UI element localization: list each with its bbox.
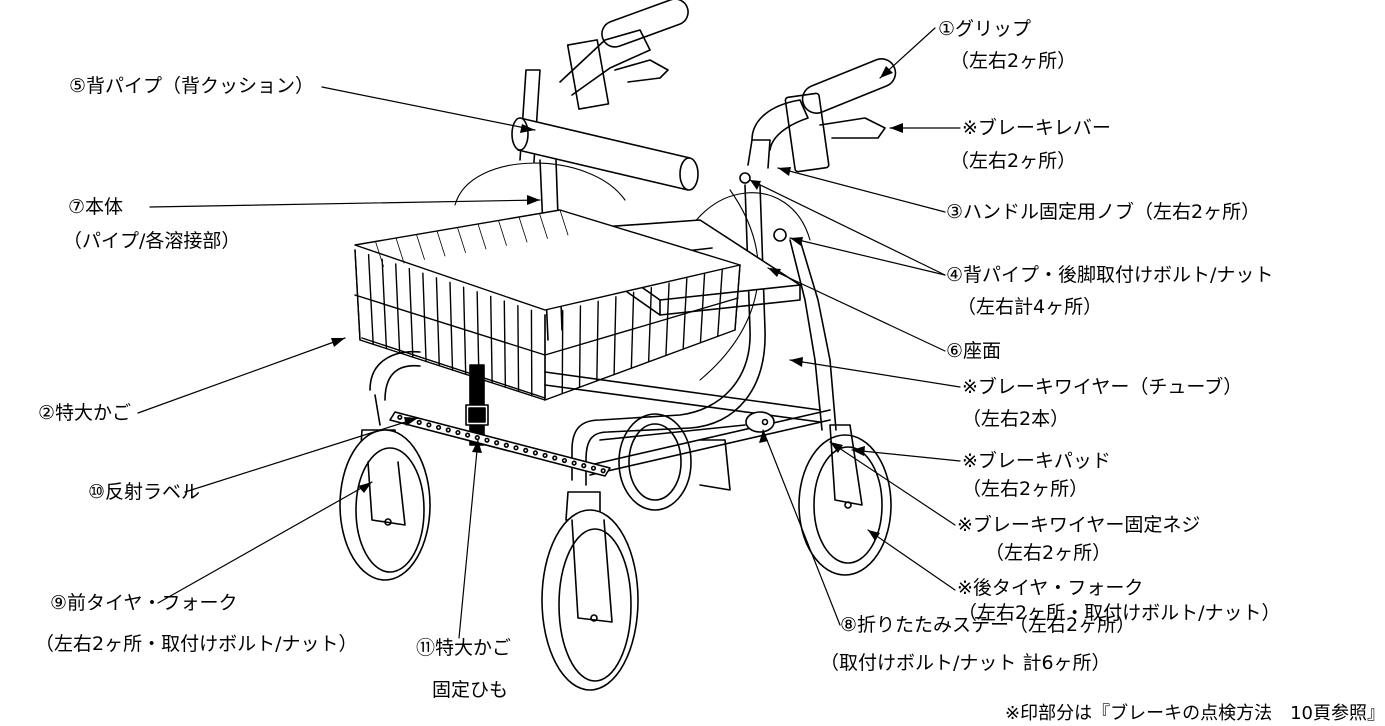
basket-bar xyxy=(597,301,598,381)
basket-bar xyxy=(504,301,505,387)
front-right-wheel xyxy=(542,492,638,690)
footnote: ※印部分は『ブレーキの点検方法 10頁参照』 xyxy=(1005,702,1385,726)
basket-bar xyxy=(464,287,466,374)
label-front-tire: ⑨前タイヤ・フォーク xyxy=(50,591,237,615)
leader-seat xyxy=(768,268,945,351)
leader-lines xyxy=(138,28,960,638)
label-reflector: ⑩反射ラベル xyxy=(88,480,200,504)
label-basket: ②特大かご xyxy=(38,401,131,425)
label-back-bolt: ④背パイプ・後脚取付けボルト/ナット xyxy=(946,263,1273,287)
leader-basket-strap xyxy=(459,440,478,638)
label-seat: ⑥座面 xyxy=(946,339,1001,363)
label-brake-pad: ※ブレーキパッド xyxy=(962,449,1111,473)
label-front-tire-sub: （左右2ヶ所・取付けボルト/ナット） xyxy=(35,632,358,656)
leader-back-bolt-a xyxy=(790,238,945,275)
label-basket-strap: ⑪特大かご xyxy=(416,636,511,660)
leader-brake-wire xyxy=(790,360,960,387)
basket-bar xyxy=(631,292,633,368)
leader-rear-tire xyxy=(868,530,955,590)
label-brake-wire-sub: （左右2本） xyxy=(962,407,1069,431)
label-wire-screw: ※ブレーキワイヤー固定ネジ xyxy=(957,513,1200,537)
label-brake-pad-sub: （左右2ヶ所） xyxy=(962,477,1088,501)
basket-bar xyxy=(491,296,492,382)
label-wire-screw-sub: （左右2ヶ所） xyxy=(985,541,1111,565)
label-body: ⑦本体 xyxy=(68,195,123,219)
walker-parts-diagram: ①グリップ （左右2ヶ所） ⑤背パイプ（背クッション） ※ブレーキレバー （左右… xyxy=(0,0,1354,725)
label-folding-stay-sub: （取付けボルト/ナット 計6ヶ所） xyxy=(820,651,1111,675)
leader-body xyxy=(150,200,540,207)
label-folding-stay: ⑧折りたたみステー（左右2ヶ所） xyxy=(840,613,1135,637)
front-left-wheel xyxy=(340,430,430,580)
right-handle xyxy=(740,55,900,183)
label-back-pipe: ⑤背パイプ（背クッション） xyxy=(69,74,314,98)
leader-folding-stay xyxy=(763,430,840,625)
label-body-sub: （パイプ/各溶接部） xyxy=(63,229,240,253)
label-grip-sub: （左右2ヶ所） xyxy=(950,49,1076,73)
label-brake-wire: ※ブレーキワイヤー（チューブ） xyxy=(962,375,1242,399)
label-basket-strap-sub: 固定ひも xyxy=(432,678,508,702)
basket-bar xyxy=(614,297,616,375)
basket-bar xyxy=(580,306,581,387)
label-back-bolt-sub: （左右計4ヶ所） xyxy=(957,295,1102,319)
label-rear-tire: ※後タイヤ・フォーク xyxy=(957,576,1143,600)
rear-right-wheel xyxy=(799,425,891,575)
basket-bar xyxy=(518,306,519,392)
back-cushion xyxy=(512,118,698,190)
label-brake-lever: ※ブレーキレバー xyxy=(962,116,1111,140)
folding-stay-knob xyxy=(746,412,774,432)
label-brake-lever-sub: （左右2ヶ所） xyxy=(950,149,1076,173)
label-handle-knob: ③ハンドル固定用ノブ（左右2ヶ所） xyxy=(946,200,1260,224)
leader-basket xyxy=(138,338,345,413)
leader-back-bolt-b xyxy=(750,180,945,275)
leader-back-pipe xyxy=(322,87,535,130)
label-grip: ①グリップ xyxy=(938,17,1031,41)
